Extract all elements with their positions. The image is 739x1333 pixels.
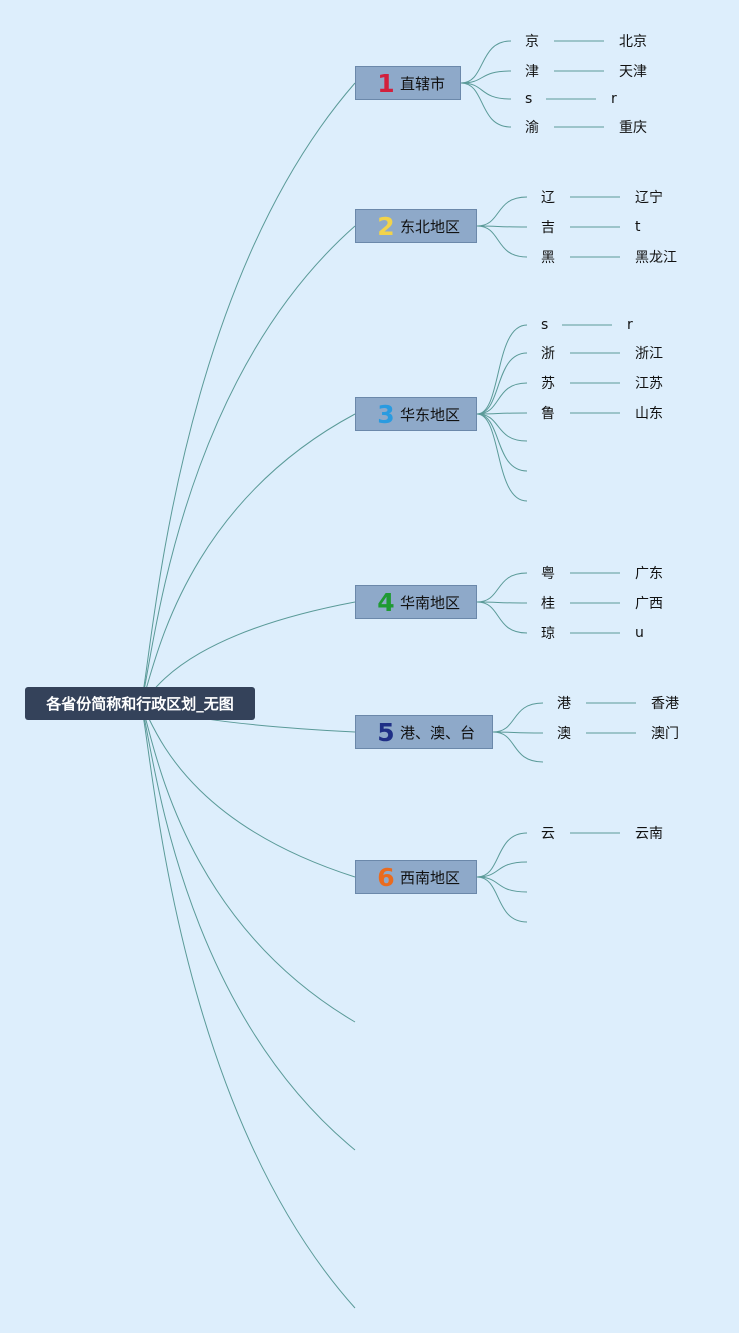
- child-connector: [460, 40, 512, 84]
- child-connector: [460, 82, 512, 100]
- leaf-abbr[interactable]: 京: [525, 34, 539, 50]
- root-connector: [139, 703, 356, 1309]
- leaf-abbr[interactable]: s: [541, 317, 549, 333]
- leaf-full[interactable]: 广西: [635, 596, 663, 612]
- child-connector: [460, 82, 512, 128]
- branch-label-3: 华东地区: [400, 405, 461, 424]
- leaf-abbr[interactable]: 辽: [541, 190, 555, 206]
- branch-node-4[interactable]: 4 华南地区: [355, 585, 477, 619]
- branch-label-1: 直辖市: [400, 74, 446, 93]
- leaf-full[interactable]: 浙江: [635, 346, 663, 362]
- number-badge-4: 4: [377, 587, 395, 617]
- leaf-abbr[interactable]: 苏: [541, 376, 555, 392]
- root-title: 各省份简称和行政区划_无图: [46, 695, 234, 713]
- child-connector: [476, 324, 528, 415]
- child-connector: [476, 876, 528, 923]
- number-badge-3: 3: [377, 399, 395, 429]
- child-connector: [476, 413, 528, 502]
- child-connector: [476, 832, 528, 878]
- root-connector: [139, 703, 356, 1151]
- branch-node-2[interactable]: 2 东北地区: [355, 209, 477, 243]
- leaf-abbr[interactable]: 云: [541, 826, 555, 842]
- leaf-abbr[interactable]: 港: [557, 696, 571, 712]
- child-connector: [460, 70, 512, 84]
- leaf-full[interactable]: t: [635, 219, 641, 235]
- leaf-abbr[interactable]: 桂: [541, 596, 555, 612]
- leaf-abbr[interactable]: 鲁: [541, 406, 555, 422]
- leaf-full[interactable]: 江苏: [635, 376, 663, 392]
- branch-node-5[interactable]: 5 港、澳、台: [355, 715, 493, 749]
- leaf-abbr[interactable]: 琼: [541, 626, 555, 642]
- child-connector: [492, 731, 544, 763]
- number-badge-6: 6: [377, 862, 395, 892]
- leaf-full[interactable]: 天津: [619, 64, 647, 80]
- root-node[interactable]: 各省份简称和行政区划_无图: [25, 687, 255, 720]
- leaf-abbr[interactable]: 吉: [541, 220, 555, 236]
- child-connector: [492, 702, 544, 733]
- branch-node-3[interactable]: 3 华东地区: [355, 397, 477, 431]
- leaf-full[interactable]: 澳门: [651, 726, 679, 742]
- child-connector: [476, 382, 528, 415]
- branch-label-5: 港、澳、台: [400, 723, 476, 742]
- child-connector: [476, 861, 528, 878]
- leaf-abbr[interactable]: 澳: [557, 726, 571, 742]
- number-badge-5: 5: [377, 717, 395, 747]
- root-connector: [139, 703, 356, 1023]
- root-connector: [139, 225, 356, 705]
- leaf-full[interactable]: 山东: [635, 406, 663, 422]
- leaf-full[interactable]: 辽宁: [635, 190, 663, 206]
- root-connector: [139, 413, 356, 705]
- child-connector: [476, 225, 528, 228]
- leaf-abbr[interactable]: 渝: [525, 120, 539, 136]
- leaf-full[interactable]: 黑龙江: [635, 250, 677, 266]
- branch-node-6[interactable]: 6 西南地区: [355, 860, 477, 894]
- leaf-abbr[interactable]: s: [525, 91, 533, 107]
- branch-label-4: 华南地区: [400, 593, 461, 612]
- branch-node-1[interactable]: 1 直辖市: [355, 66, 461, 100]
- leaf-full[interactable]: 北京: [619, 34, 647, 50]
- child-connector: [476, 572, 528, 603]
- child-connector: [476, 196, 528, 227]
- leaf-abbr[interactable]: 黑: [541, 250, 555, 266]
- child-connector: [476, 225, 528, 258]
- leaf-full[interactable]: 香港: [651, 696, 679, 712]
- child-connector: [476, 601, 528, 604]
- leaf-full[interactable]: 重庆: [619, 120, 647, 136]
- leaf-abbr[interactable]: 津: [525, 64, 539, 80]
- child-connector: [476, 413, 528, 472]
- number-badge-1: 1: [377, 68, 395, 98]
- root-connector: [139, 82, 356, 705]
- leaf-full[interactable]: 云南: [635, 826, 663, 842]
- leaf-full[interactable]: r: [611, 91, 617, 107]
- child-connector: [476, 601, 528, 634]
- number-badge-2: 2: [377, 211, 395, 241]
- child-connector: [476, 413, 528, 442]
- child-connector: [476, 876, 528, 893]
- leaf-abbr[interactable]: 粤: [541, 566, 555, 582]
- child-connector: [476, 412, 528, 415]
- child-connector: [476, 352, 528, 415]
- leaf-full[interactable]: 广东: [635, 566, 663, 582]
- branch-label-2: 东北地区: [400, 217, 461, 236]
- leaf-full[interactable]: r: [627, 317, 633, 333]
- leaf-full[interactable]: u: [635, 625, 644, 641]
- leaf-abbr[interactable]: 浙: [541, 346, 555, 362]
- child-connector: [492, 731, 544, 734]
- branch-label-6: 西南地区: [400, 868, 461, 887]
